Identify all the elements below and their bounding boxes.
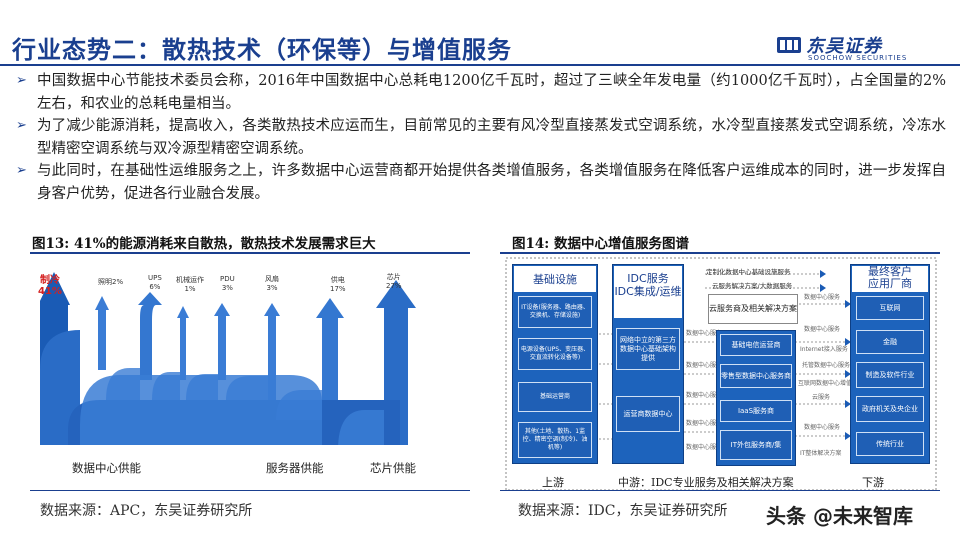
energy-flow-graphic [38,272,460,475]
right-flow-label: 托管数据中心服务 [802,362,851,369]
mechanical-value: 1% [184,285,196,293]
ups-name: UPS [148,274,162,282]
pdu-value: 3% [221,284,233,292]
bullet-text: 与此同时，在基础性运维服务之上，许多数据中心运营商都开始提供各类增值服务，各类增… [37,163,946,202]
cooling-name: 制冷 [39,275,60,286]
power-supply-label: 供电 17% [330,276,346,294]
infra-cell-other: 其他(土地、散热、1监控、精密空调(制冷)、油机等) [518,422,592,458]
chip-label: 芯片 27% [386,273,402,291]
customer-cell-government: 政府机关及央企业 [856,396,924,422]
customer-cell-finance: 金融 [856,330,924,354]
fan-value: 3% [266,284,278,292]
axis-label-server: 服务器供能 [266,461,324,475]
mid-flow-label: 数据中心服务 [686,392,723,399]
axis-label-datacenter: 数据中心供能 [72,461,141,475]
mid-flow-label: 数据中心服务 [686,362,723,369]
customer-cell-traditional: 传统行业 [856,432,924,456]
customer-header: 最终客户 应用厂商 [852,266,928,292]
fan-label: 风扇 3% [265,275,279,293]
top-flow-custom-infra: 定制化数据中心基础设施服务 [706,268,791,276]
mid-flow-label: 数据中心服务 [686,444,723,451]
figure14-bottom-rule [500,490,940,491]
service-cell-iaas: IaaS服务商 [720,400,792,422]
power-supply-name: 供电 [330,276,345,284]
customer-cell-manufacturing: 制造及软件行业 [856,362,924,388]
cooling-label: 制冷 41% [38,275,62,297]
brand-logo: 东吴证券 SOOCHOW SECURITIES [776,32,916,62]
mechanical-label: 机械运作 1% [176,276,204,294]
bullet-arrow-icon: ➢ [16,118,27,133]
logo-text-cn: 东吴证券 [806,36,882,57]
service-cell-it-outsource: IT外包服务商/集 [720,430,792,460]
right-flow-label: 数据中心服务 [804,326,841,333]
bullet-item: ➢ 为了减少能源消耗，提高收入，各类散热技术应运而生，目前常见的主要有风冷型直接蒸… [16,115,946,160]
ups-value: 6% [149,283,161,291]
customer-cell-internet: 互联网 [856,296,924,320]
bullet-text: 为了减少能源消耗，提高收入，各类散热技术应运而生，目前常见的主要有风冷型直接蒸发… [37,118,946,157]
energy-flow-arrows [38,250,460,475]
right-flow-label: 数据中心服务 [804,294,841,301]
idc-cell-neutral: 网络中立的第三方数据中心基础架构提供 [616,328,680,370]
right-flow-label: Internet接入服务 [800,346,848,353]
mid-flow-label: 数据中心服务 [686,420,723,427]
figure14-source: 数据来源：IDC，东吴证券研究所 [518,503,728,519]
right-flow-label: 互联网数据中心增值服务 [798,380,865,387]
figure14-title-rule [500,252,940,254]
cooling-value: 41% [38,286,62,297]
cloud-provider-box: 云服务商及相关解决方案 [708,294,798,324]
logo-mark-icon [777,37,801,53]
lighting-name: 照明 [98,278,112,286]
service-cell-retail: 零售型数据中心服务商 [720,364,792,388]
figure13-title: 图13: 41%的能源消耗来自散热，散热技术发展需求巨大 [32,236,376,252]
header-rule [0,64,960,66]
infrastructure-header: 基础设施 [514,266,596,292]
bullet-text: 中国数据中心节能技术委员会称，2016年中国数据中心总耗电1200亿千瓦时，超过… [37,73,946,112]
bullet-item: ➢ 与此同时，在基础性运维服务之上，许多数据中心运营商都开始提供各类增值服务，各类… [16,160,946,205]
bullet-arrow-icon: ➢ [16,73,27,88]
power-supply-value: 17% [330,285,346,293]
chip-name: 芯片 [386,273,401,281]
fan-name: 风扇 [265,275,279,283]
pdu-label: PDU 3% [220,275,235,293]
upstream-label: 上游 [542,476,564,489]
service-cell-telecom: 基础电信运营商 [720,334,792,356]
bullet-arrow-icon: ➢ [16,163,27,178]
chip-value: 27% [386,282,402,290]
axis-label-chip: 芯片供能 [370,461,416,475]
pdu-name: PDU [220,275,235,283]
page-title: 行业态势二：散热技术（环保等）与增值服务 [12,35,512,64]
top-flow-cloud: 云服务解决方案/大数据服务 [712,282,793,290]
figure13-title-rule [30,252,470,254]
ups-label: UPS 6% [148,274,162,292]
right-flow-label: 数据中心服务 [804,424,841,431]
infra-cell-it: IT设备(服务器、路由器、交换机、存储设施) [518,296,592,328]
figure13-source: 数据来源：APC，东吴证券研究所 [40,503,253,519]
value-added-service-map: 基础设施 IT设备(服务器、路由器、交换机、存储设施) 电源设备(UPS、变压器… [500,254,940,494]
logo-text-en: SOOCHOW SECURITIES [808,54,908,62]
mechanical-name: 机械运作 [176,276,204,284]
midstream-label: 中游：IDC专业服务及相关解决方案 [618,476,794,489]
figure14-title: 图14: 数据中心增值服务图谱 [512,236,689,252]
idc-header: IDC服务 IDC集成/运维 [614,266,682,318]
infra-cell-power: 电源设备(UPS、变压器、交直流转化设备等) [518,338,592,370]
bullet-list: ➢ 中国数据中心节能技术委员会称，2016年中国数据中心总耗电1200亿千瓦时，超… [16,70,946,205]
watermark: 头条 @未来智库 [766,504,913,528]
bullet-item: ➢ 中国数据中心节能技术委员会称，2016年中国数据中心总耗电1200亿千瓦时，超… [16,70,946,115]
downstream-label: 下游 [862,476,884,489]
right-flow-label: 云服务 [812,394,831,401]
infra-cell-carrier: 基础运营商 [518,382,592,412]
mid-flow-label: 数据中心服务 [686,330,723,337]
right-flow-label: IT整体解决方案 [800,450,842,457]
lighting-label: 照明2% [98,278,123,287]
idc-cell-operator: 运营商数据中心 [616,396,680,432]
lighting-value: 2% [112,278,124,286]
figure13-bottom-rule [30,490,470,491]
